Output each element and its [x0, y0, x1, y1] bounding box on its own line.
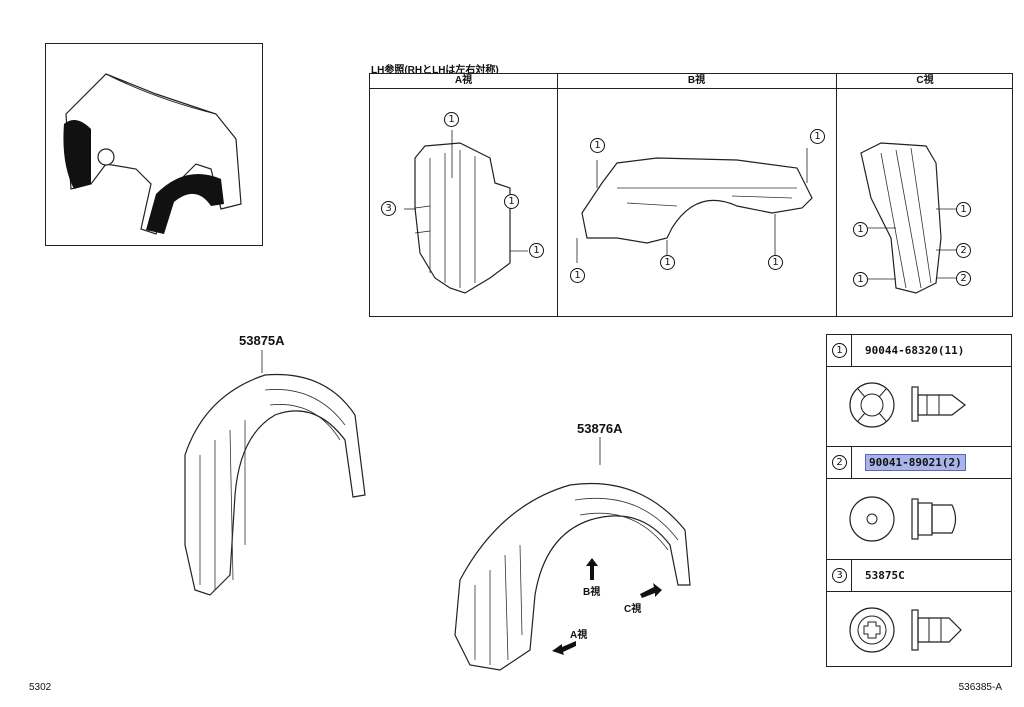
- clip-icon: [849, 382, 966, 428]
- overview-drawing: [63, 73, 242, 235]
- overview-thumbnail: [45, 43, 263, 246]
- arrow-label-b: B視: [583, 587, 601, 598]
- screw-clip-icon: [849, 607, 962, 653]
- callout-b-1-left-top: 1: [590, 138, 605, 153]
- legend-num-2: 2: [832, 455, 847, 470]
- callout-c-1-right: 1: [956, 202, 971, 217]
- callout-b-1-bottom-left: 1: [570, 268, 585, 283]
- divider-bc: [836, 74, 837, 316]
- callout-c-2-bottom: 2: [956, 271, 971, 286]
- view-a-header: A視: [454, 75, 473, 86]
- views-table: A視 B視 C視 1 3 1 1 1 1 1 1 1 1 1 2 1: [369, 73, 1013, 317]
- callout-c-2-top: 2: [956, 243, 971, 258]
- arrow-b-icon: [586, 558, 598, 580]
- view-b-header: B視: [687, 75, 706, 86]
- legend-num-3: 3: [832, 568, 847, 583]
- callout-b-1-right-top: 1: [810, 129, 825, 144]
- fastener-legend: 1 90044-68320(11) 2 90041-89021(2) 3 538…: [826, 334, 1012, 667]
- arrow-label-c: C視: [624, 604, 642, 615]
- callout-b-1-bottom-mid: 1: [660, 255, 675, 270]
- callout-c-1-left: 1: [853, 222, 868, 237]
- part-label-53876a: 53876A: [577, 421, 623, 436]
- callout-b-1-bottom-right: 1: [768, 255, 783, 270]
- divider-ab: [557, 74, 558, 316]
- callout-a-1-right-top: 1: [504, 194, 519, 209]
- callout-a-1-top: 1: [444, 112, 459, 127]
- lh-note: LH参照(RHとLHは左右対称): [371, 65, 499, 76]
- view-c-drawing: [860, 142, 956, 294]
- legend-code-3: 53875C: [865, 569, 905, 582]
- view-b-drawing: [576, 148, 813, 263]
- callout-a-3: 3: [381, 201, 396, 216]
- footer-page-code: 5302: [29, 682, 52, 693]
- arrow-a-icon: [552, 641, 576, 655]
- legend-code-1: 90044-68320(11): [865, 344, 965, 357]
- legend-code-2[interactable]: 90041-89021(2): [865, 454, 966, 471]
- footer-drawing-id: 536385-A: [958, 682, 1002, 693]
- callout-a-1-right-bottom: 1: [529, 243, 544, 258]
- views-header-row: [370, 74, 1012, 89]
- part-drawing-53876a: [454, 437, 691, 671]
- legend-row-3: 3 53875C: [827, 560, 1011, 592]
- legend-image-1: [827, 367, 1011, 447]
- legend-row-2: 2 90041-89021(2): [827, 447, 1011, 479]
- part-label-53875a: 53875A: [239, 333, 285, 348]
- view-a-drawing: [404, 130, 528, 294]
- view-c-header: C視: [916, 75, 934, 86]
- arrow-label-a: A視: [570, 630, 588, 641]
- nut-icon: [849, 496, 957, 542]
- part-drawing-53875a: [184, 350, 366, 596]
- callout-c-1-left-bottom: 1: [853, 272, 868, 287]
- legend-image-3: [827, 592, 1011, 667]
- legend-image-2: [827, 479, 1011, 560]
- legend-row-1: 1 90044-68320(11): [827, 335, 1011, 367]
- arrow-c-icon: [640, 583, 662, 598]
- legend-num-1: 1: [832, 343, 847, 358]
